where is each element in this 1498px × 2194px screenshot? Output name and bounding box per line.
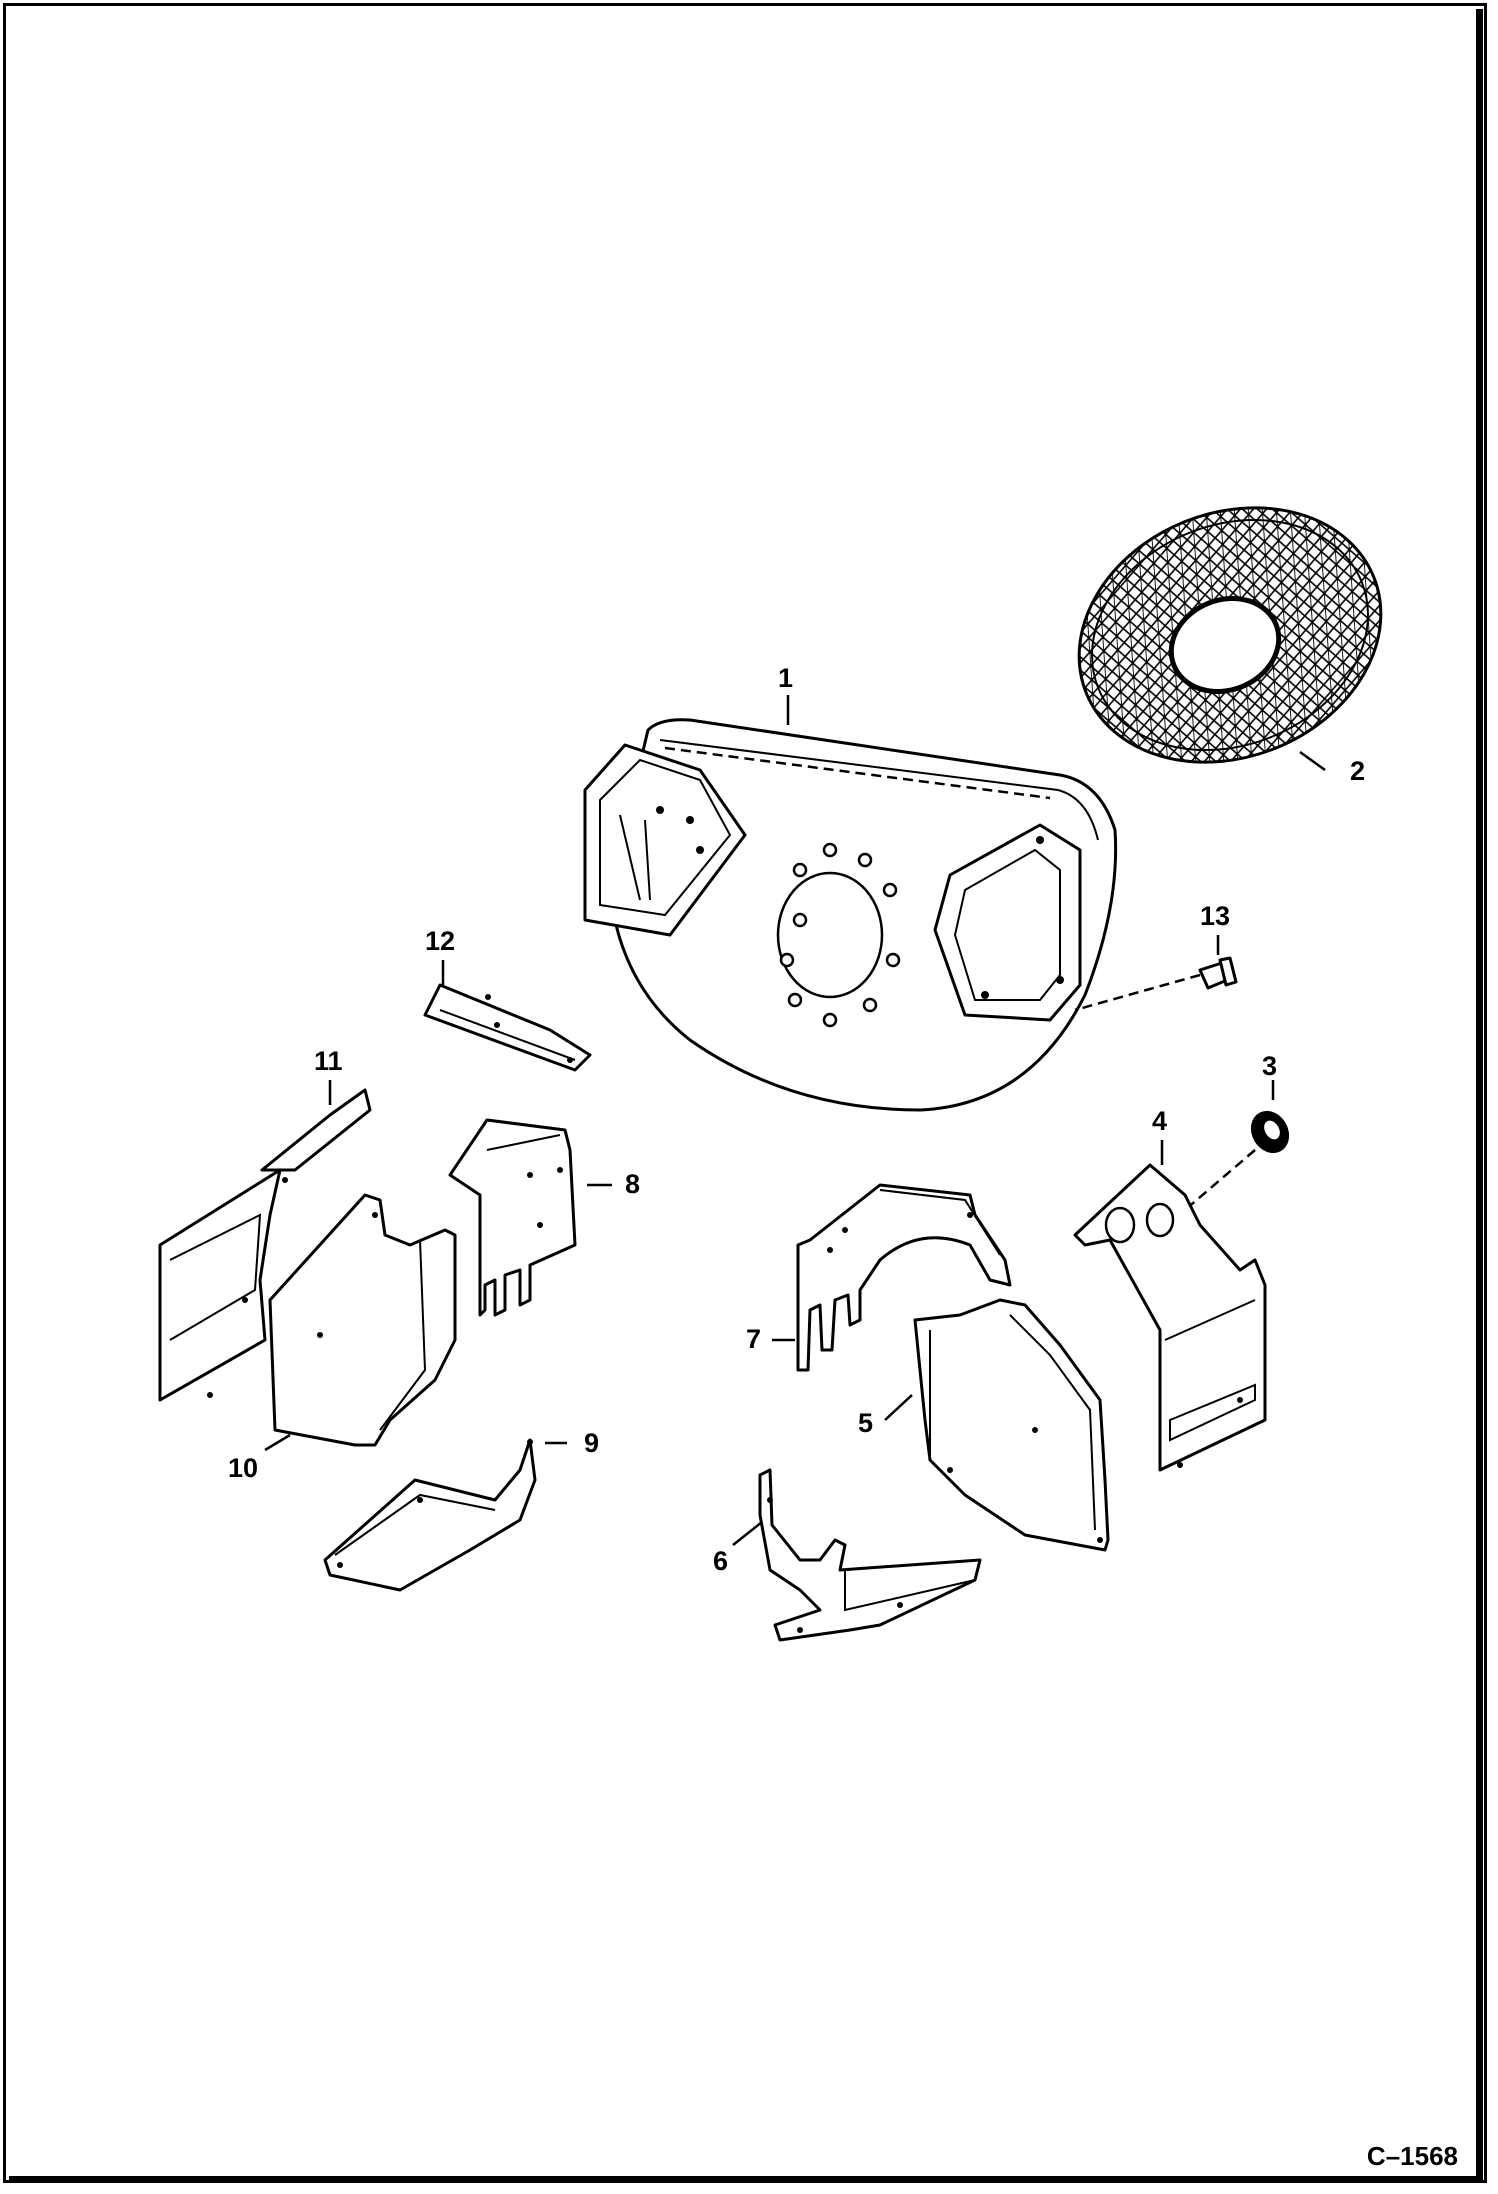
callout-12: 12 xyxy=(425,926,455,956)
callout-7: 7 xyxy=(746,1324,761,1354)
part-8-bracket: 8 xyxy=(448,1118,640,1317)
part-11-strip: 11 xyxy=(158,1046,372,1402)
shadow-border xyxy=(9,9,1483,2183)
part-9-tray: 9 xyxy=(323,1428,599,1592)
part-12-angle-plate: 12 xyxy=(423,926,592,1072)
callout-9: 9 xyxy=(584,1428,599,1458)
part-3-grommet: 3 xyxy=(1184,1051,1290,1211)
part-4-plate: 4 xyxy=(1073,1106,1267,1472)
part-5-side-panel: 5 xyxy=(858,1298,1110,1552)
part-1-housing: 1 xyxy=(583,663,1118,1112)
callout-6: 6 xyxy=(713,1546,728,1576)
callout-3: 3 xyxy=(1262,1051,1277,1081)
callout-13: 13 xyxy=(1200,901,1230,931)
figure-code: C–1568 xyxy=(1366,2141,1458,2171)
part-10-side-panel: 10 xyxy=(228,1193,457,1483)
callout-10: 10 xyxy=(228,1453,258,1483)
callout-1: 1 xyxy=(778,663,793,693)
callout-2: 2 xyxy=(1350,756,1365,786)
part-6-tray: 6 xyxy=(713,1468,982,1642)
callout-4: 4 xyxy=(1152,1106,1167,1136)
part-13-bolt: 13 xyxy=(1074,901,1238,1012)
part-2-screen: 2 xyxy=(1077,506,1383,786)
callout-5: 5 xyxy=(858,1408,873,1438)
callout-8: 8 xyxy=(625,1169,640,1199)
callout-11: 11 xyxy=(314,1046,343,1076)
part-7-bracket: 7 xyxy=(746,1183,1012,1372)
